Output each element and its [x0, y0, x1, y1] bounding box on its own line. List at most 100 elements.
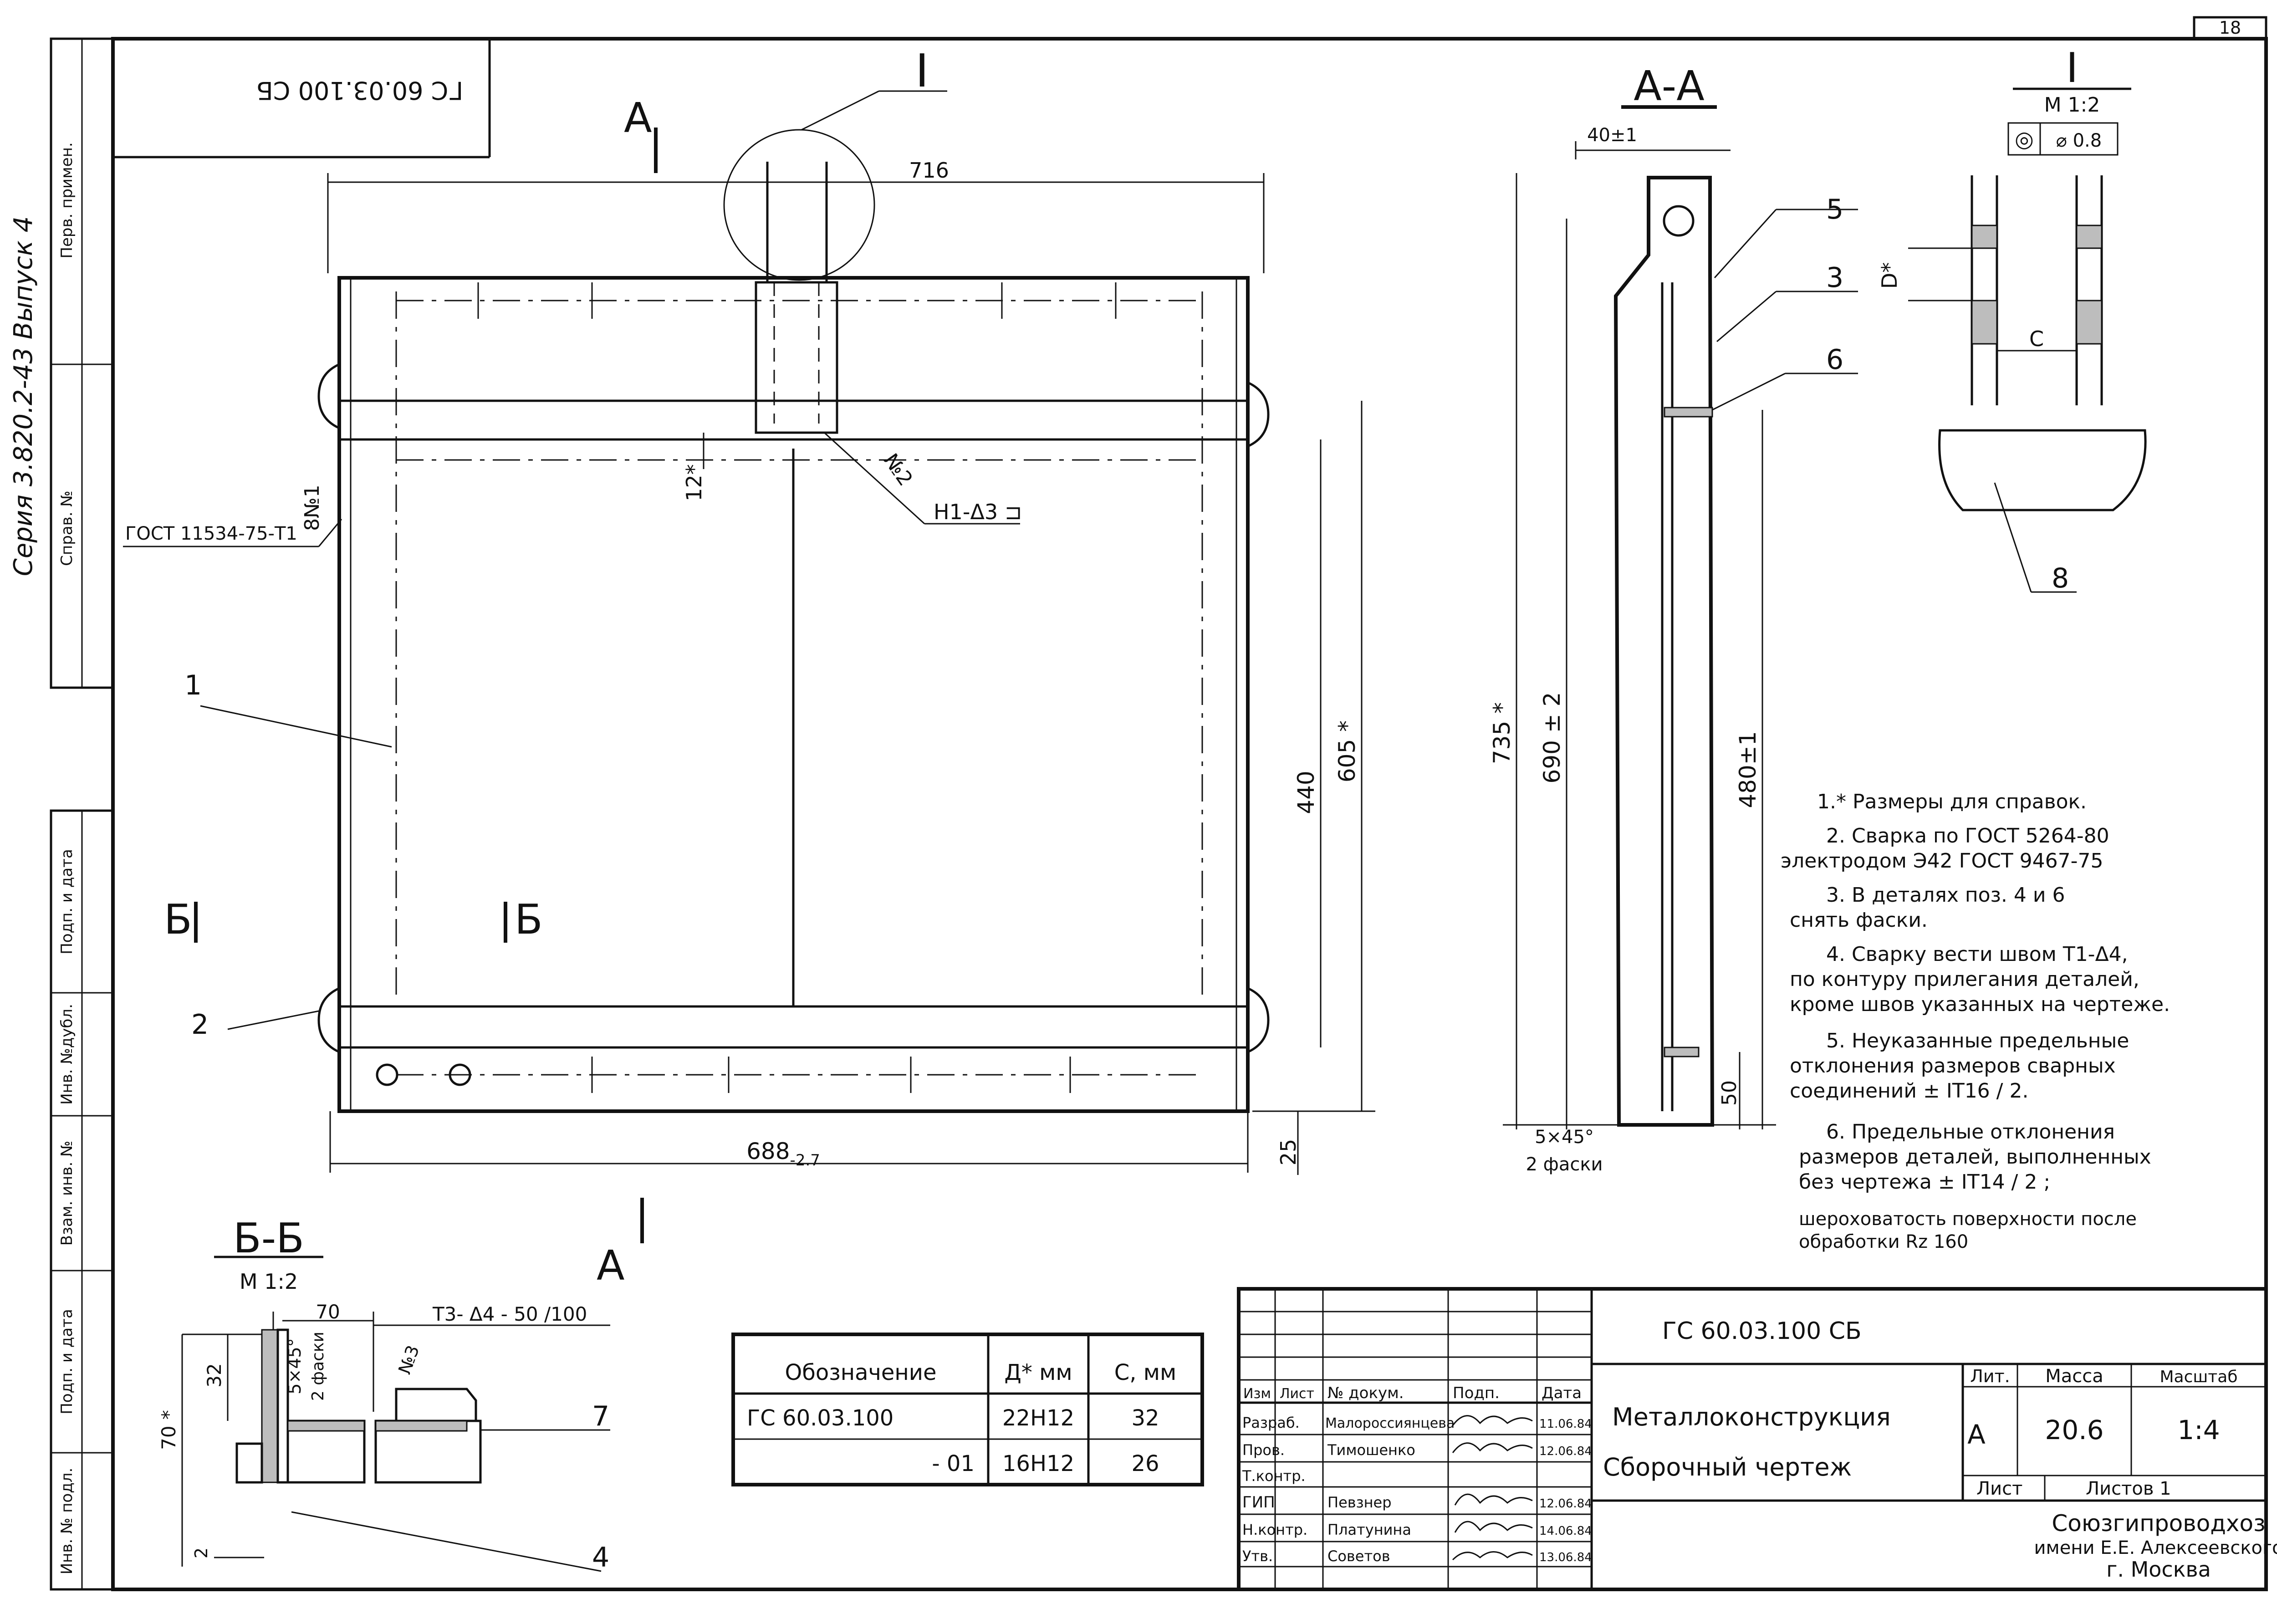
dim-bottom-width-tol: -2.7 — [790, 1151, 820, 1169]
note-line: 3. В деталях поз. 4 и 6 — [1826, 883, 2065, 907]
tb-org-3: г. Москва — [2106, 1557, 2211, 1582]
bb-pos-4: 4 — [592, 1542, 609, 1573]
tb-org-2: имени Е.Е. Алексеевского — [2034, 1537, 2277, 1558]
aa-pos-6: 6 — [1826, 344, 1843, 376]
main-view-dims — [123, 90, 1375, 1243]
bb-dim-70-side: 70 * — [158, 1410, 180, 1450]
detail-I-tol-symbol: ◎ — [2015, 127, 2034, 152]
aa-dim-480: 480±1 — [1735, 731, 1761, 808]
aa-dim-40: 40±1 — [1587, 125, 1637, 146]
dim-overall-width: 716 — [909, 158, 949, 183]
tb-date: 12.06.84 — [1539, 1445, 1592, 1458]
section-aa-outline — [1613, 176, 1715, 1127]
aa-pos-3: 3 — [1826, 262, 1843, 294]
section-bb-scale: М 1:2 — [240, 1269, 298, 1294]
tb-role: Пров. — [1242, 1441, 1285, 1459]
tb-lit-value: А — [1967, 1419, 1986, 1450]
gost-ref: ГОСТ 11534-75-Т1 — [125, 523, 297, 544]
tb-lit-label: Лит. — [1970, 1366, 2010, 1386]
bb-vertical-plate — [261, 1329, 279, 1483]
aa-dim-735: 735 * — [1489, 702, 1515, 764]
dim-440: 440 — [1293, 771, 1319, 814]
note-line: электродом Э42 ГОСТ 9467-75 — [1781, 849, 2103, 873]
title-block — [1237, 1287, 2268, 1591]
table-cell: 32 — [1131, 1405, 1159, 1431]
tb-person: Платунина — [1327, 1521, 1411, 1538]
series-text: Серия 3.820.2-43 Выпуск 4 — [9, 216, 38, 576]
table-cell: - 01 — [932, 1451, 975, 1476]
top-stamp: ГС 60.03.100 СБ — [113, 39, 491, 158]
aa-chamfer: 5×45° — [1535, 1127, 1594, 1148]
bb-weld-label: Т3- Δ4 - 50 /100 — [432, 1303, 587, 1325]
detail-I — [1908, 87, 2147, 593]
tb-col-rev: Изм — [1243, 1386, 1271, 1402]
note-line: 1.* Размеры для справок. — [1817, 790, 2087, 813]
side-label-first-use: Перв. примен. — [58, 142, 76, 258]
weld-note-2-number: №2 — [879, 449, 917, 490]
detail-I-title: I — [2066, 44, 2078, 92]
bb-dim-32: 32 — [203, 1363, 225, 1387]
bb-dim-70-top: 70 — [316, 1301, 340, 1323]
section-aa-title: А-А — [1634, 62, 1705, 110]
tb-mass-value: 20.6 — [2045, 1415, 2103, 1445]
tb-person: Тимошенко — [1327, 1441, 1415, 1459]
bb-chamfer: 5×45° — [285, 1338, 305, 1394]
aa-dim-50: 50 — [1718, 1080, 1741, 1106]
tb-date: 13.06.84 — [1539, 1551, 1592, 1564]
side-label-repl-inv: Взам. инв. № — [58, 1141, 76, 1246]
side-label-sign-date-2: Подп. и дата — [58, 1309, 76, 1415]
table-cell: 22Н12 — [1002, 1405, 1074, 1431]
dim-25: 25 — [1276, 1139, 1301, 1166]
side-label-orig-inv: Инв. № подл. — [58, 1468, 76, 1575]
aa-chamfer-count: 2 фаски — [1526, 1154, 1603, 1175]
signature-scribble — [1454, 1493, 1533, 1506]
tb-col-sheet: Лист — [1280, 1386, 1314, 1402]
tb-role: ГИП — [1242, 1493, 1275, 1512]
signature-scribble — [1452, 1415, 1533, 1426]
tb-role: Н.контр. — [1242, 1521, 1307, 1538]
tb-scale-value: 1:4 — [2177, 1415, 2220, 1445]
note-line: кроме швов указанных на чертеже. — [1790, 993, 2170, 1016]
bb-pos-7: 7 — [592, 1400, 609, 1432]
tb-role: Разраб. — [1242, 1414, 1300, 1431]
frame-outline — [337, 276, 1250, 1113]
side-label-sign-date-1: Подп. и дата — [58, 849, 76, 955]
detail-I-callout — [723, 129, 875, 281]
section-label-a-top: А — [624, 94, 652, 142]
signature-scribble — [1452, 1551, 1533, 1561]
section-label-b-right: Б — [515, 896, 543, 944]
dim-bottom-width: 688-2.7 — [746, 1138, 820, 1169]
tb-role: Т.контр. — [1242, 1467, 1306, 1485]
detail-I-dim-d: D* — [1877, 262, 1902, 289]
detail-I-dim-c: С — [2029, 327, 2044, 351]
tb-role: Утв. — [1242, 1547, 1273, 1565]
main-view — [317, 129, 1270, 1113]
tb-mass-label: Масса — [2045, 1366, 2103, 1387]
table-cell: 16Н12 — [1002, 1451, 1074, 1476]
table-header-designation: Обозначение — [785, 1360, 936, 1385]
tb-col-doc: № докум. — [1327, 1384, 1404, 1402]
dim-bottom-width-value: 688 — [746, 1138, 790, 1164]
tb-scale-label: Масштаб — [2160, 1368, 2237, 1386]
aa-pos-5: 5 — [1826, 194, 1843, 225]
side-label-ref-no: Справ. № — [58, 490, 76, 566]
top-lug — [755, 281, 838, 434]
table-header-d: Д* мм — [1004, 1360, 1072, 1385]
note-line: по контуру прилегания деталей, — [1790, 968, 2139, 991]
note-line: отклонения размеров сварных — [1790, 1054, 2116, 1078]
note-line: 4. Сварку вести швом Т1-Δ4, — [1826, 943, 2128, 966]
tb-person: Малороссиянцева — [1325, 1415, 1455, 1431]
weld-note-2-type: Н1-Δ3 ⊐ — [934, 500, 1022, 524]
note-line: 6. Предельные отклонения — [1826, 1120, 2115, 1144]
outer-frame — [111, 37, 2268, 1591]
tb-person: Певзнер — [1327, 1494, 1392, 1511]
note-line: размеров деталей, выполненных — [1799, 1145, 2151, 1169]
bb-weld-number: №3 — [394, 1343, 423, 1377]
note-line: без чертежа ± IT14 / 2 ; — [1799, 1170, 2050, 1194]
table-cell: 26 — [1131, 1451, 1159, 1476]
top-stamp-text: ГС 60.03.100 СБ — [256, 76, 464, 105]
tb-name-1: Металлоконструкция — [1612, 1403, 1891, 1431]
tb-name-2: Сборочный чертеж — [1603, 1453, 1852, 1481]
detail-I-marker: I — [915, 44, 929, 97]
